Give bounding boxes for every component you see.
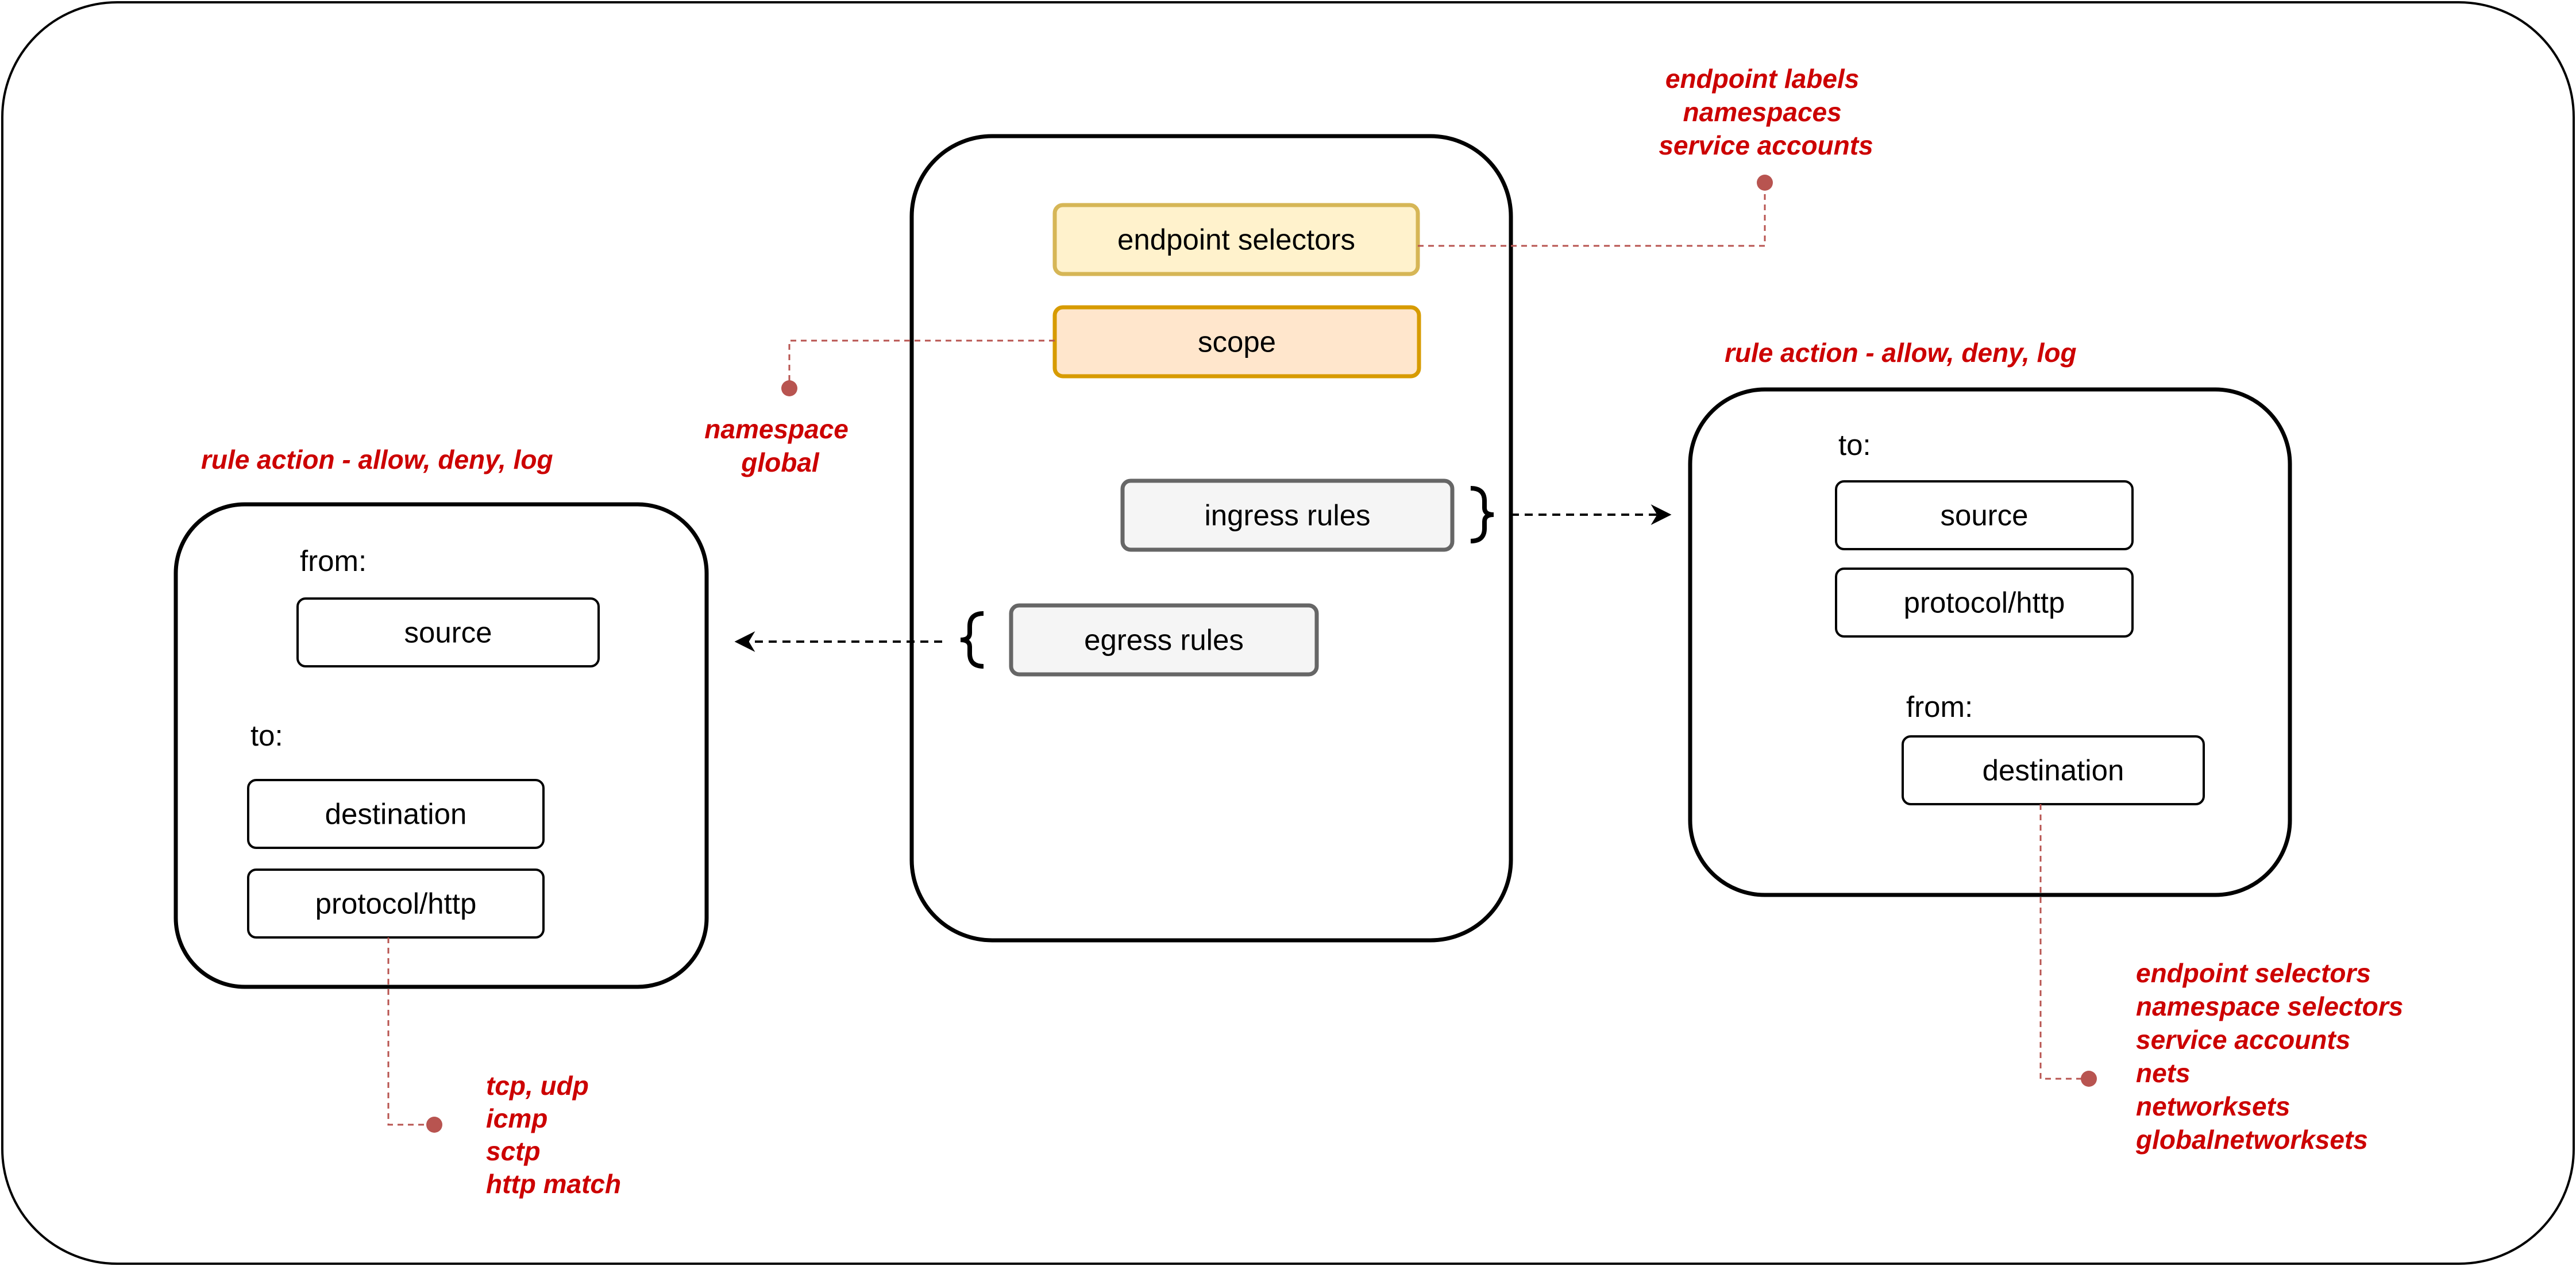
scope-leader-dot xyxy=(781,380,797,396)
destination-note-line: endpoint selectors xyxy=(2136,958,2371,988)
ingress-rule-container xyxy=(1688,387,2292,897)
ingress-source-label: source xyxy=(1940,499,2028,532)
selector-note-line: namespaces xyxy=(1683,97,1842,127)
egress-brace xyxy=(960,611,984,669)
egress-to-label: to: xyxy=(250,719,283,752)
destination-note-line: globalnetworksets xyxy=(2135,1125,2368,1155)
egress-source-box xyxy=(296,597,600,667)
ingress-brace xyxy=(1470,486,1494,543)
egress-protocol-box xyxy=(247,869,545,939)
destination-note-line: namespace selectors xyxy=(2136,991,2403,1021)
ingress-rule-action: rule action - allow, deny, log xyxy=(1725,338,2077,368)
selector-note-line: service accounts xyxy=(1659,130,1873,160)
ingress-destination-box xyxy=(1902,735,2205,805)
scope-leader-line xyxy=(788,339,1055,388)
protocol-leader-dot xyxy=(426,1117,442,1133)
protocol-note: tcp, udp icmp sctp http match xyxy=(486,1071,621,1199)
ingress-to-label: to: xyxy=(1838,429,1871,461)
scope-note-line: namespace xyxy=(704,414,849,444)
destination-leader-line xyxy=(2039,804,2089,1080)
protocol-note-line: sctp xyxy=(486,1136,541,1166)
protocol-note-line: http match xyxy=(486,1169,621,1199)
endpoint-selectors-box xyxy=(1052,203,1420,276)
scope-box xyxy=(1052,305,1421,379)
protocol-leader-line xyxy=(387,937,434,1126)
ingress-protocol-label: protocol/http xyxy=(1904,586,2065,619)
egress-rules-box xyxy=(1009,603,1319,677)
egress-rule-action: rule action - allow, deny, log xyxy=(201,445,553,474)
destination-note-line: nets xyxy=(2136,1058,2191,1088)
ingress-rules-label: ingress rules xyxy=(1204,499,1370,532)
scope-note: namespace global xyxy=(704,414,855,477)
endpoint-selectors-label: endpoint selectors xyxy=(1117,223,1355,256)
ingress-rules-box xyxy=(1120,478,1455,552)
egress-source-label: source xyxy=(404,616,492,649)
egress-from-label: from: xyxy=(300,545,367,577)
egress-protocol-label: protocol/http xyxy=(315,887,477,920)
selector-leader-dot xyxy=(1757,175,1773,191)
ingress-from-label: from: xyxy=(1906,690,1973,723)
selector-leader-line xyxy=(1418,183,1766,247)
egress-rules-label: egress rules xyxy=(1084,624,1244,657)
ingress-destination-label: destination xyxy=(1983,754,2124,787)
selector-note-line: endpoint labels xyxy=(1665,64,1859,94)
destination-note-line: networksets xyxy=(2136,1091,2290,1121)
ingress-source-box xyxy=(1835,480,2134,550)
destination-leader-dot xyxy=(2081,1071,2097,1087)
protocol-note-line: icmp xyxy=(486,1103,547,1133)
scope-label: scope xyxy=(1198,326,1276,358)
ingress-protocol-box xyxy=(1835,568,2134,638)
scope-note-line: global xyxy=(741,447,820,477)
egress-destination-box xyxy=(247,779,545,849)
egress-destination-label: destination xyxy=(325,798,467,831)
protocol-note-line: tcp, udp xyxy=(486,1071,589,1101)
selector-note: endpoint labels namespaces service accou… xyxy=(1659,64,1873,160)
destination-note-line: service accounts xyxy=(2136,1025,2350,1055)
destination-note: endpoint selectors namespace selectors s… xyxy=(2135,958,2411,1155)
